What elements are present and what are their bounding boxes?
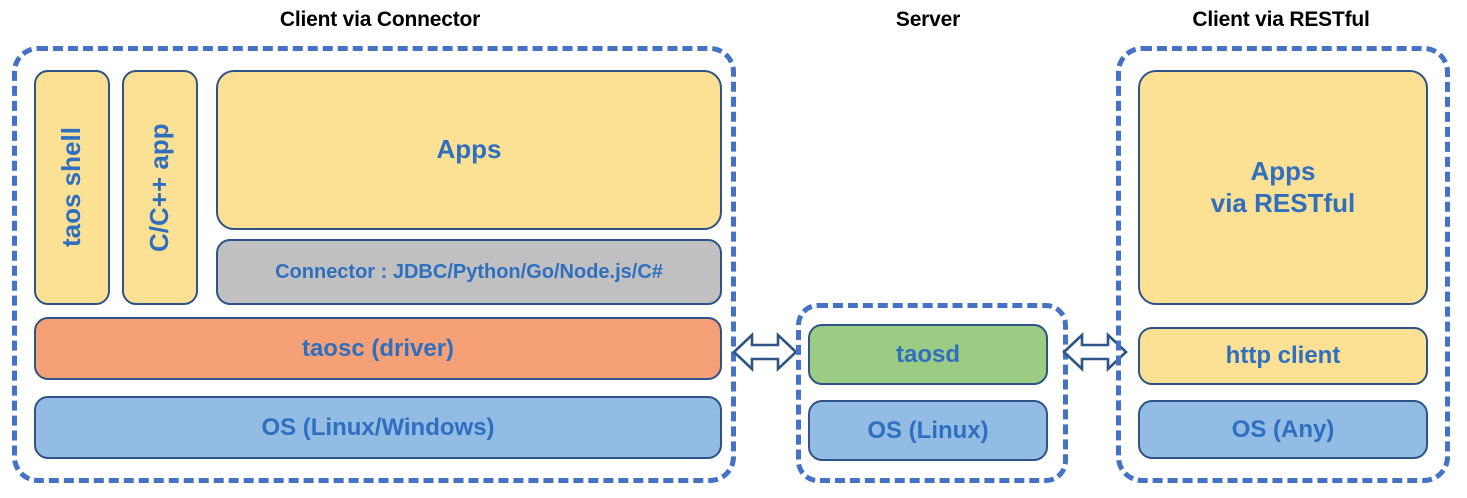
box-taosc-driver[interactable]: taosc (driver)	[34, 317, 722, 380]
arrow-connector-to-server-icon	[732, 328, 798, 376]
box-os-any[interactable]: OS (Any)	[1138, 400, 1428, 459]
box-os-linux[interactable]: OS (Linux)	[808, 400, 1048, 461]
box-apps-via-restful[interactable]: Apps via RESTful	[1138, 70, 1428, 305]
box-taosd[interactable]: taosd	[808, 324, 1048, 385]
box-c-cpp-app[interactable]: C/C++ app	[122, 70, 198, 305]
box-os-linux-windows[interactable]: OS (Linux/Windows)	[34, 396, 722, 459]
group-client-via-connector	[12, 46, 736, 483]
box-http-client[interactable]: http client	[1138, 327, 1428, 385]
arrow-server-to-restful-icon	[1062, 328, 1128, 376]
group-client-via-restful	[1116, 46, 1450, 483]
title-server: Server	[895, 8, 961, 31]
title-client-via-connector: Client via Connector	[279, 8, 481, 31]
title-client-via-restful: Client via RESTful	[1192, 8, 1370, 31]
box-apps-connector[interactable]: Apps	[216, 70, 722, 230]
apps-restful-line-2: via RESTful	[1210, 187, 1356, 218]
box-connector-list[interactable]: Connector : JDBC/Python/Go/Node.js/C#	[216, 239, 722, 305]
group-server	[796, 303, 1068, 483]
box-taos-shell[interactable]: taos shell	[34, 70, 110, 305]
apps-restful-line-1: Apps	[1250, 155, 1316, 186]
